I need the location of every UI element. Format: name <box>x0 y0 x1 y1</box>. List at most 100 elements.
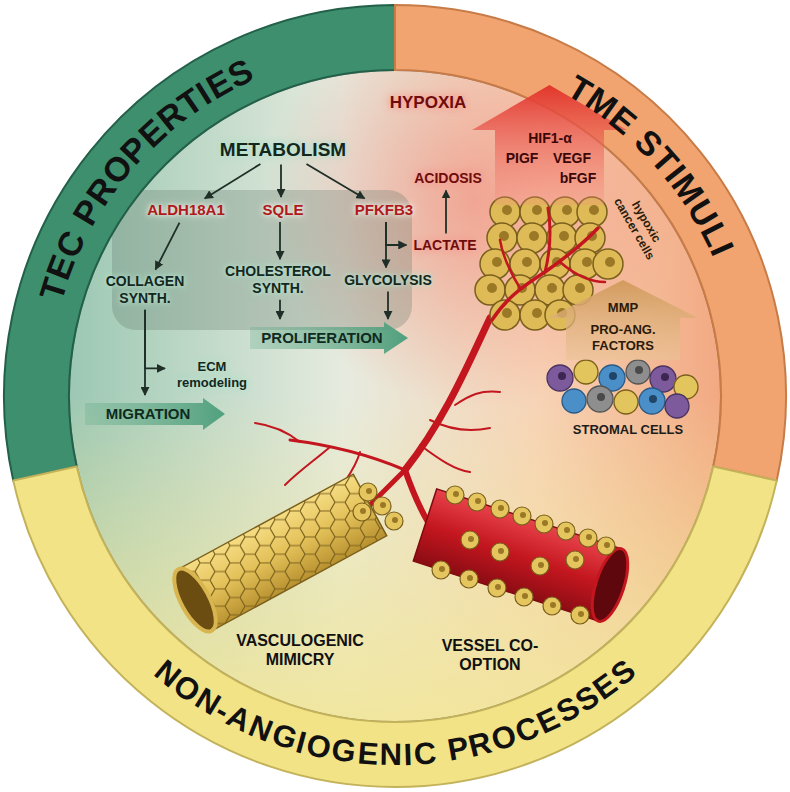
illustration-part <box>558 372 566 380</box>
flow-arrow <box>279 300 281 319</box>
ring-band: NON-ANGIOGENIC PROCESSES <box>11 464 779 789</box>
vasculogenic-tube <box>166 474 403 637</box>
illustration-part <box>488 579 506 597</box>
illustration-part <box>510 249 540 279</box>
ring-segment-fill <box>13 467 776 787</box>
illustration-part <box>285 447 330 485</box>
outcome-arrow: PROLIFERATION <box>250 322 408 354</box>
illustration-part <box>665 394 689 418</box>
process-label: COLLAGEN SYNTH. <box>91 272 199 308</box>
process-label: ECM remodeling <box>168 358 256 391</box>
illustration-part <box>413 489 621 621</box>
illustration-part <box>255 423 300 442</box>
illustration-part <box>562 389 586 413</box>
gene-label: PFKFB3 <box>351 200 417 220</box>
arrow-text: MIGRATION <box>106 405 191 423</box>
process-caption: VESSEL CO-OPTION <box>435 636 545 674</box>
condition-label: ACIDOSIS <box>410 169 486 188</box>
gene-label: ALDH18A1 <box>143 200 229 220</box>
flow-arrow <box>280 164 282 197</box>
outcome-arrow: MIGRATION <box>85 398 225 430</box>
illustration-part <box>166 563 224 638</box>
process-label: CHOLESTEROL SYNTH. <box>212 262 345 298</box>
illustration-part <box>560 262 605 282</box>
illustration-part <box>661 373 669 381</box>
node-text: LACTATE <box>413 237 476 254</box>
condition-label: HYPOXIA <box>386 92 471 114</box>
illustration-part <box>513 507 531 525</box>
node-text: METABOLISM <box>220 139 346 162</box>
arc-letter: I <box>402 739 413 770</box>
gene-label: SQLE <box>259 200 308 220</box>
flow-arrow <box>144 310 146 395</box>
illustration-part <box>649 395 657 403</box>
arrow-body <box>472 85 627 205</box>
arrow-body <box>250 322 408 354</box>
illustration-part <box>69 70 721 722</box>
node-text: COLLAGEN SYNTH. <box>95 273 195 307</box>
flow-arrow <box>445 190 447 233</box>
node-text: GLYCOLYSIS <box>344 272 432 289</box>
illustration-part <box>517 223 547 253</box>
cell-caption: STROMAL CELLS <box>573 422 683 438</box>
illustration-part <box>547 365 573 391</box>
illustration-part <box>430 420 490 430</box>
node-text: ACIDOSIS <box>414 170 482 187</box>
metabolism-hub: METABOLISM <box>216 138 350 163</box>
illustration-part <box>585 545 635 626</box>
node-text: PFKFB3 <box>355 201 413 219</box>
stromal-cells <box>547 360 698 418</box>
stromal-signal-arrow: MMP PRO-ANG. FACTORS <box>548 280 698 360</box>
co-option-vessel <box>413 486 635 625</box>
flow-arrow <box>145 310 165 369</box>
arc-letter: C <box>412 737 438 770</box>
illustration-part <box>491 500 509 518</box>
illustration-part <box>500 240 520 288</box>
flow-arrow <box>306 164 364 199</box>
arrow-text: PIGF <box>506 150 539 167</box>
arrow-text: bFGF <box>560 170 597 187</box>
arrow-text: VEGF <box>553 150 591 167</box>
illustration-part <box>455 392 500 405</box>
arrow-text: MMP <box>608 300 638 316</box>
node-text: ALDH18A1 <box>147 201 225 219</box>
illustration-part <box>373 497 391 515</box>
illustration-part <box>587 386 613 412</box>
illustration-part <box>566 551 584 569</box>
arc-letter: G <box>329 734 359 768</box>
illustration-part <box>515 588 533 606</box>
illustration-part <box>545 208 550 272</box>
illustration-part <box>571 606 589 624</box>
illustration-part <box>614 390 638 414</box>
flow-arrow <box>155 223 179 270</box>
node-text: SQLE <box>263 201 304 219</box>
arrow-text: HIF1-α <box>528 130 572 147</box>
illustration-part <box>69 70 721 722</box>
illustration-part <box>432 561 450 579</box>
flow-arrow <box>386 222 406 245</box>
arrow-text: PRO-ANG. FACTORS <box>577 322 669 353</box>
arrow-body <box>85 398 225 430</box>
illustration-part <box>385 512 403 530</box>
illustration-part <box>69 70 721 722</box>
illustration-part <box>597 393 605 401</box>
illustration-part <box>593 249 623 279</box>
illustration-part <box>543 597 561 615</box>
illustration-part <box>420 445 470 472</box>
illustration-part <box>635 366 643 374</box>
illustration-part <box>491 543 509 561</box>
illustration-part <box>557 522 575 540</box>
illustration-part <box>535 515 553 533</box>
node-text: CHOLESTEROL SYNTH. <box>216 263 341 297</box>
node-text: HYPOXIA <box>390 93 467 113</box>
illustration-part <box>639 388 665 414</box>
arc-letter: N <box>379 739 403 770</box>
inner-disc <box>69 70 721 722</box>
illustration-part <box>461 531 479 549</box>
ring-segment-fill <box>4 5 395 481</box>
flow-arrow <box>279 222 281 259</box>
illustration-part <box>446 486 464 504</box>
arc-letter: E <box>356 737 380 770</box>
